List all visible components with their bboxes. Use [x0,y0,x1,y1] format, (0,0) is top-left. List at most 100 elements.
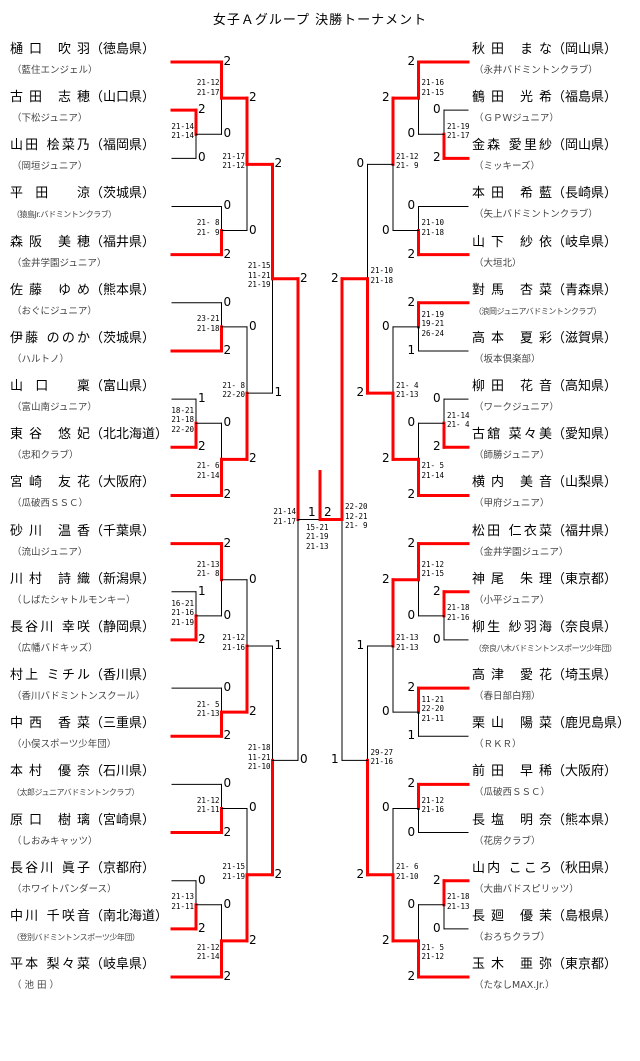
player-prefecture: （福井県） [552,523,618,539]
player-prefecture: （愛知県） [552,427,618,443]
player-name: 平本 梨々菜 [10,957,90,973]
player-club: （香川バドミントンスクール） [12,691,146,703]
player-name: 前田 早稀 [472,764,552,780]
player-club: （永井バドミントンクラブ） [474,65,598,76]
player-name-row: 横内 美音（山梨県） [472,474,617,492]
player-prefecture: （熊本県） [90,282,156,298]
match-score: 2 [249,90,257,105]
player-club: （甲府ジュニア） [474,498,550,510]
player-prefecture: （長崎県） [552,186,618,202]
match-score: 1 [407,728,416,743]
player-name-row: 原口 樹璃（宮崎県） [10,812,155,830]
player-club: （金井学園ジュニア） [474,546,569,558]
match-score: 2 [223,342,232,357]
game-score: 21- 9 [345,521,368,531]
player-name-row: 森阪 美穂（福井県） [10,234,155,252]
player-name: 山田 桧菜乃 [10,138,90,154]
game-score: 21-15 [222,862,245,872]
match-score: 2 [382,90,390,105]
game-score: 18-21 [171,405,194,415]
player-name-row: 神尾 朱理（東京都） [472,571,617,589]
game-score: 11-21 [247,270,271,280]
match-score: 1 [274,637,283,652]
player-name-row: 秋田 まな（岡山県） [472,41,617,59]
match-score: 2 [300,270,308,285]
final-score-left: 1 [308,504,316,519]
game-score: 21-18 [447,603,470,613]
game-score: 21-13 [306,541,329,551]
player-prefecture: （石川県） [90,764,156,780]
game-score: 23-21 [196,314,220,324]
match-score: 2 [249,704,257,719]
player-prefecture: （三重県） [90,716,156,732]
game-score: 12-21 [345,511,368,521]
game-score: 21- 9 [196,227,220,237]
match-score: 0 [223,607,232,622]
game-score: 21-17 [196,87,220,97]
player-prefecture: （東京都） [552,957,618,973]
match-score: 0 [198,872,206,887]
player-prefecture: （青森県） [552,282,618,298]
match-score: 0 [407,198,416,213]
game-score: 21-14 [196,470,220,480]
match-score: 0 [198,150,206,165]
match-score: 2 [407,535,416,550]
match-score: 0 [433,391,441,406]
game-score: 21-16 [421,805,445,815]
player-prefecture: （茨城県） [90,186,156,202]
player-name-row: 高本 夏彩（滋賀県） [472,330,617,348]
player-name: 砂川 温香 [10,523,90,539]
player-name: 宮崎 友花 [10,475,90,491]
player-name: 栗山 陽菜 [472,716,552,732]
match-score: 2 [223,969,232,984]
match-score: 0 [433,631,441,646]
game-score: 21-17 [273,516,296,526]
game-score: 22-20 [421,704,445,714]
player-name: 佐藤 ゆめ [10,282,90,298]
game-score: 21-15 [421,569,445,579]
player-name-row: 山田 桧菜乃（福岡県） [10,137,155,155]
match-score: 0 [249,800,257,815]
player-club: （忠和クラブ） [12,450,79,462]
player-prefecture: （山梨県） [552,475,618,491]
game-score: 21-11 [196,805,220,815]
game-score: 21-10 [421,218,445,228]
player-prefecture: （新潟県） [90,571,156,587]
game-score: 11-21 [421,694,445,704]
match-score: 2 [433,872,441,887]
match-score: 1 [274,385,283,400]
match-score: 2 [407,776,416,791]
player-name-row: 高津 愛花（埼玉県） [472,667,617,685]
player-name: 高津 愛花 [472,668,552,684]
player-name: 森阪 美穂 [10,234,90,250]
game-score: 21-14 [273,507,296,517]
match-score: 1 [198,391,206,406]
player-prefecture: （千葉県） [90,523,156,539]
player-name-row: 川村 詩織（新潟県） [10,571,155,589]
game-score: 21- 5 [196,699,220,709]
player-prefecture: （熊本県） [552,812,618,828]
player-club: （下松ジュニア） [12,113,88,125]
game-score: 21-19 [421,309,445,319]
match-score: 2 [407,54,416,68]
match-score: 0 [223,198,232,213]
player-prefecture: （福島県） [552,90,618,106]
game-score: 21- 5 [421,942,445,952]
player-name: 鶴田 光希 [472,90,552,106]
player-name-row: 樋口 吹羽（徳島県） [10,41,155,59]
game-score: 21-12 [196,78,220,88]
game-score: 21-16 [171,608,194,618]
player-name-row: 山内 こころ（秋田県） [472,860,617,878]
player-name: 高本 夏彩 [472,330,552,346]
